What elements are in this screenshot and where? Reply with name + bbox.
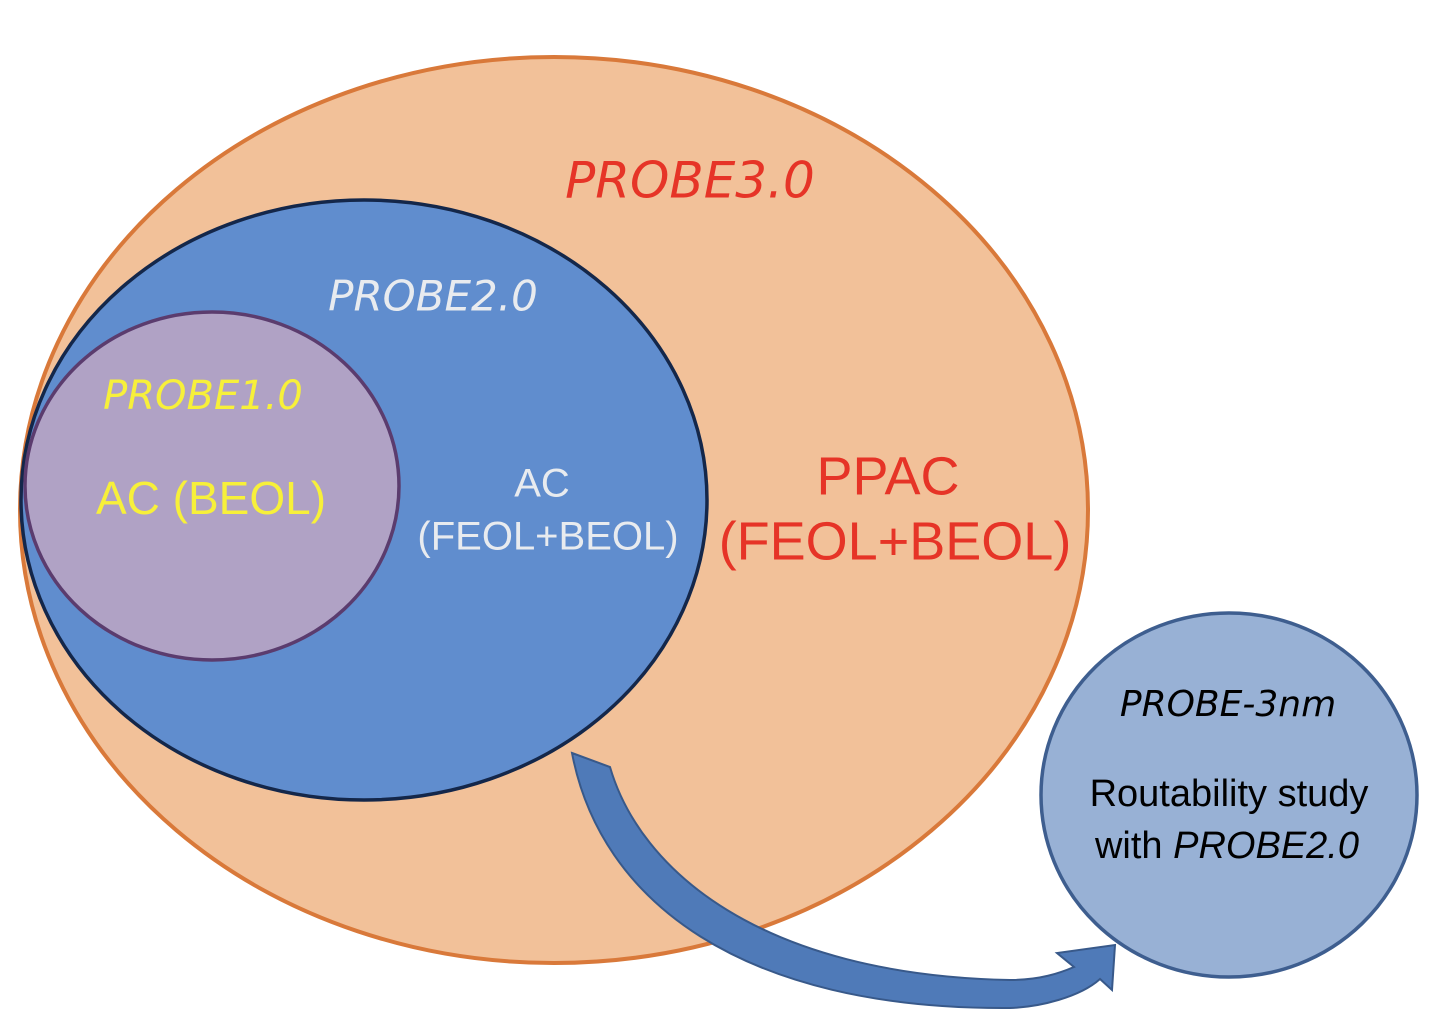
probe3-feol-beol-label: (FEOL+BEOL): [719, 511, 1072, 571]
with-prefix: with: [1094, 825, 1173, 867]
probe2-title: PROBE2.0: [328, 272, 538, 321]
probe3-title: PROBE3.0: [565, 152, 815, 210]
with-probe2-label: with PROBE2.0: [1094, 825, 1359, 867]
probe-3nm-circle: [1039, 611, 1419, 979]
routability-study-label: Routability study: [1090, 773, 1369, 815]
probe1-title: PROBE1.0: [103, 373, 303, 419]
probe3-ppac-label: PPAC: [816, 446, 959, 506]
probe1-ac-beol-label: AC (BEOL): [96, 472, 326, 524]
probe2-feol-beol-label: (FEOL+BEOL): [417, 515, 678, 559]
probe-3nm-title: PROBE-3nm: [1120, 684, 1336, 725]
probe2-ac-label: AC: [514, 462, 570, 506]
arrow-to-probe-3nm: [570, 751, 1117, 1010]
probe2-emphasis: PROBE2.0: [1173, 825, 1359, 867]
probe1-ellipse: [23, 310, 401, 662]
